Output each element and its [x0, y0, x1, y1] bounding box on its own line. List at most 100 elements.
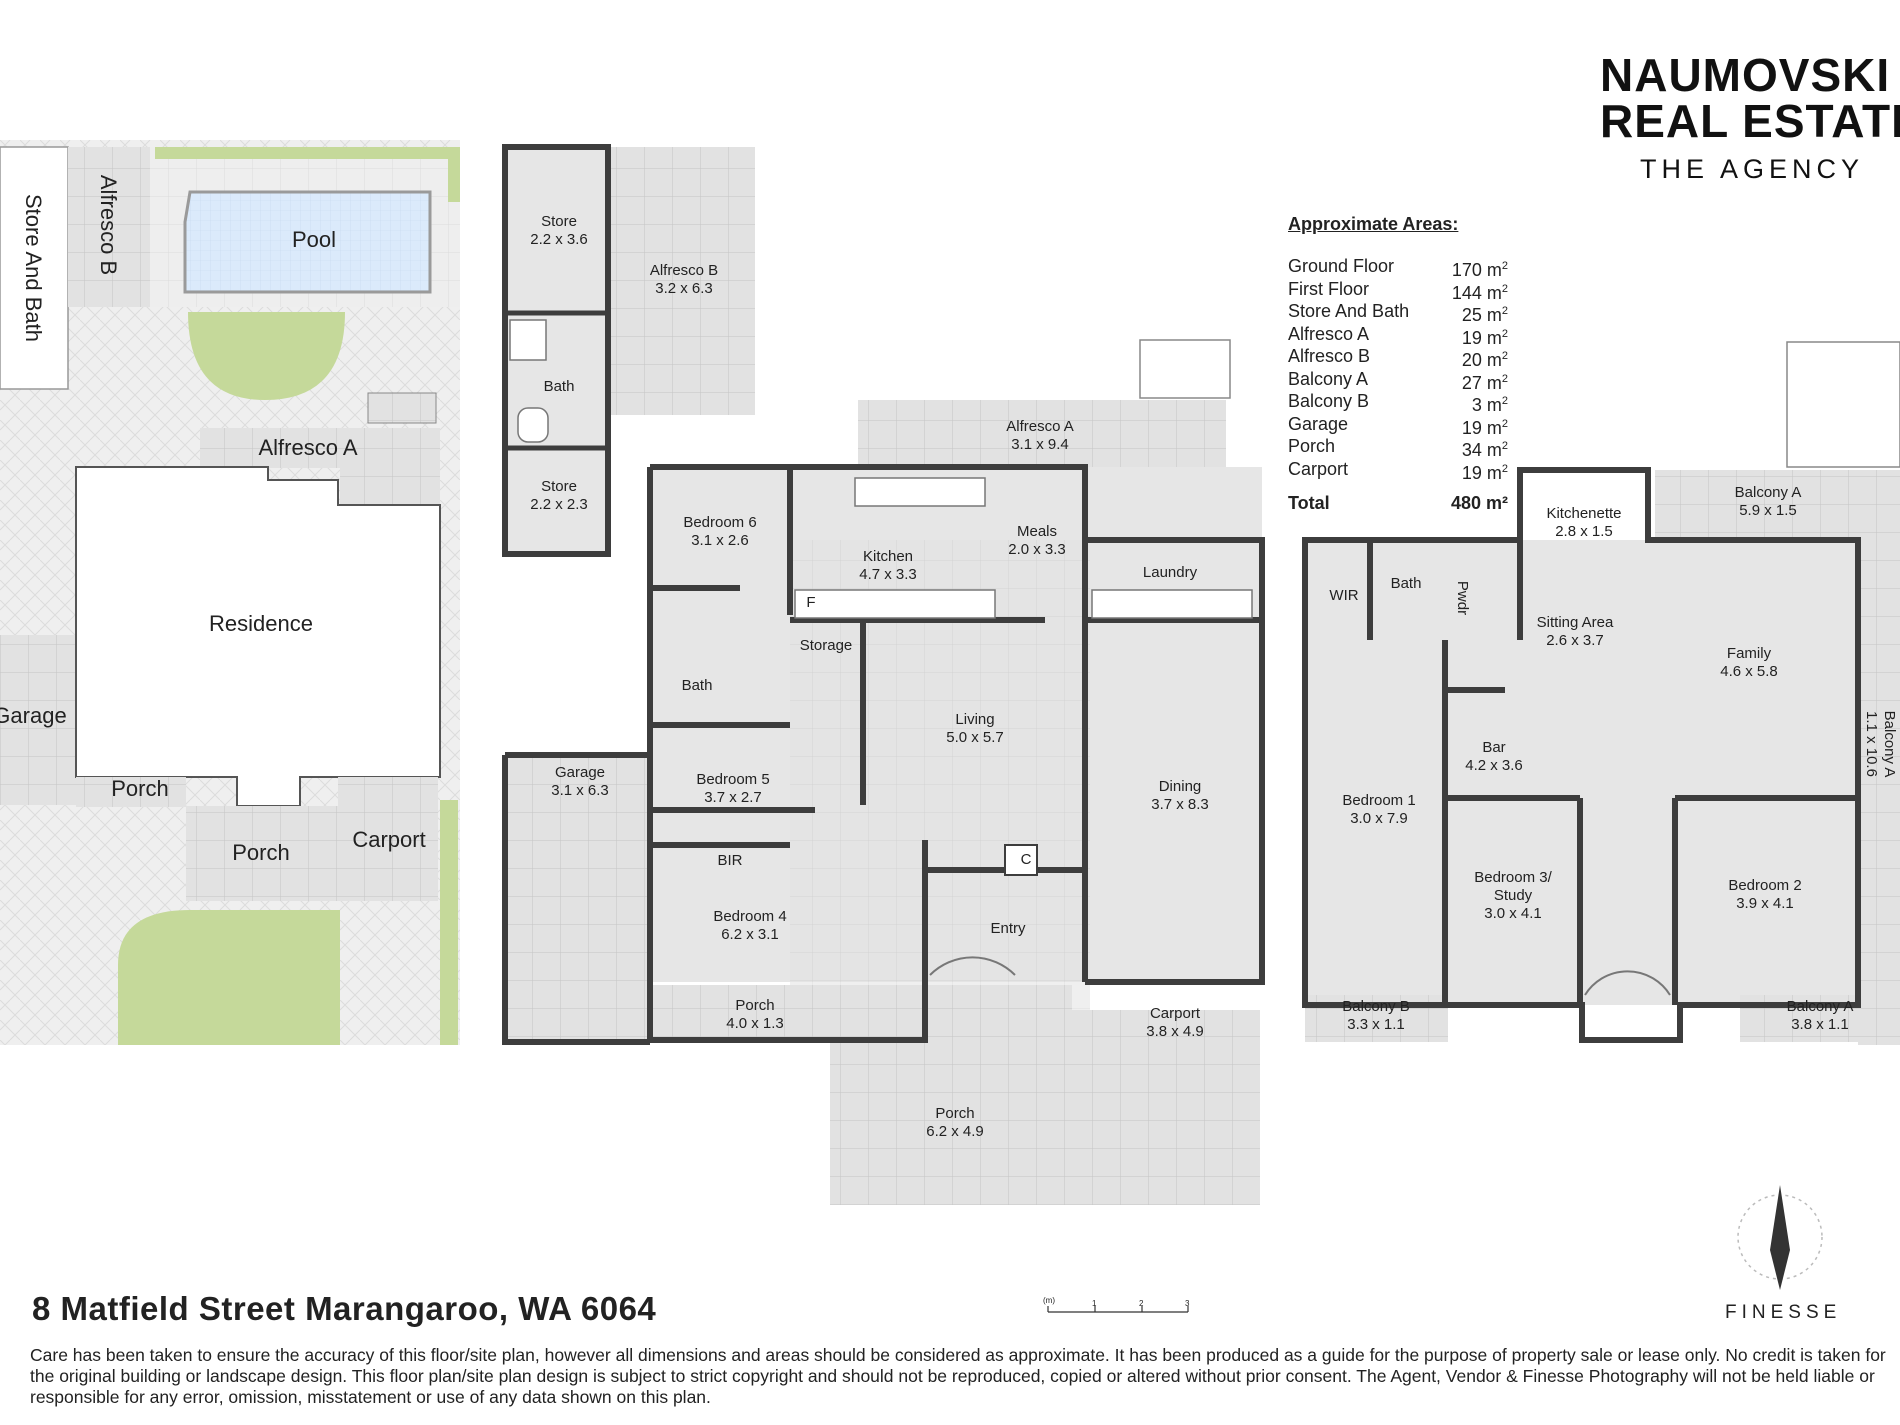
- area-value: 19 m: [1461, 417, 1502, 438]
- area-unit-sup: 2: [1501, 372, 1508, 385]
- area-unit-sup: 2: [1501, 395, 1508, 407]
- alfresco-b-site: [68, 147, 150, 307]
- room-dim: 3.9 x 4.1: [1736, 895, 1794, 912]
- lawn-front: [118, 910, 340, 1045]
- area-unit-sup: 2: [1501, 282, 1508, 295]
- area-row: Balcony B 3 m2: [1288, 390, 1508, 415]
- area-row: Alfresco A 19 m2: [1288, 323, 1508, 348]
- area-name: First Floor: [1288, 278, 1369, 299]
- site-carport-label: Carport: [352, 827, 426, 852]
- area-name: Alfresco A: [1288, 323, 1370, 344]
- room-dim: 6.2 x 3.1: [721, 926, 779, 943]
- area-value: 25 m: [1461, 305, 1502, 325]
- area-unit-sup: 2: [1501, 260, 1508, 272]
- upper-spiral-stair: [1584, 970, 1671, 996]
- room-name: Bedroom 3/: [1474, 869, 1552, 886]
- room-dim: 2.0 x 3.3: [1008, 541, 1066, 558]
- room-name: Balcony A: [1881, 710, 1898, 778]
- area-name: Ground Floor: [1288, 256, 1395, 276]
- bir-label: BIR: [717, 852, 743, 869]
- garage-floor: [505, 755, 650, 1045]
- room-dim: 4.6 x 5.8: [1720, 663, 1778, 680]
- lawn-back: [188, 312, 345, 400]
- ground-floor: [502, 339, 1265, 1205]
- storage-label: Storage: [799, 637, 853, 654]
- kitchen-bench: [854, 477, 986, 507]
- entry-label: Entry: [990, 920, 1026, 937]
- room-dim: 2.2 x 3.6: [530, 231, 588, 248]
- room-dim: 3.1 x 9.4: [1011, 436, 1069, 453]
- area-unit-sup: 2: [1501, 417, 1508, 430]
- site-garage-label: Garage: [0, 703, 67, 728]
- scale-tick-2: 2: [1139, 1299, 1144, 1308]
- room-dim: 3.8 x 4.9: [1146, 1023, 1204, 1040]
- alfresco-a-floor: [858, 400, 1226, 470]
- area-unit-sup: 2: [1501, 327, 1508, 340]
- area-row: Alfresco B 20 m2: [1288, 345, 1508, 370]
- room-dim: 5.9 x 1.5: [1739, 502, 1797, 519]
- scale-bar: [1047, 1306, 1189, 1313]
- room-dim: 4.7 x 3.3: [859, 566, 917, 583]
- ground-walls: [502, 464, 1265, 1045]
- brand-logo: NAUMOVSKI REAL ESTATE THE AGENCY: [1600, 52, 1900, 185]
- room-name: Bedroom 5: [696, 771, 770, 788]
- area-row: Store And Bath 25 m2: [1288, 300, 1508, 325]
- room-dim: 3.8 x 1.1: [1791, 1016, 1849, 1033]
- site-alfresco-a-label: Alfresco A: [258, 435, 358, 460]
- first-floor: [1302, 341, 1900, 1045]
- room-name: Porch: [935, 1105, 975, 1122]
- site-alfresco-b-label: Alfresco B: [96, 174, 121, 276]
- room-name: Alfresco A: [1006, 418, 1074, 435]
- area-value: 20 m: [1461, 350, 1502, 370]
- room-name: Kitchen: [862, 548, 914, 565]
- room-name-2: Study: [1493, 887, 1533, 904]
- total-label: Total: [1288, 493, 1330, 513]
- carport-site: [338, 777, 438, 901]
- area-name: Garage: [1288, 413, 1349, 434]
- room-dim: 3.7 x 2.7: [704, 789, 762, 806]
- area-value: 19 m: [1461, 327, 1502, 348]
- room-name: Bar: [1482, 739, 1506, 756]
- room-dim: 3.1 x 6.3: [551, 782, 609, 799]
- area-unit-sup: 2: [1501, 305, 1508, 317]
- room-name: Meals: [1016, 523, 1058, 540]
- upper-stairs: [1786, 341, 1900, 468]
- first-walls: [1302, 467, 1861, 1043]
- room-dim: 2.8 x 1.5: [1555, 523, 1613, 540]
- area-unit-sup: 2: [1501, 440, 1508, 452]
- site-stairs: [367, 392, 437, 424]
- area-value: 19 m: [1461, 462, 1502, 483]
- area-name: Store And Bath: [1288, 301, 1410, 321]
- area-name: Balcony B: [1288, 391, 1370, 411]
- area-name: Alfresco B: [1288, 346, 1371, 366]
- first-bath-label: Bath: [1390, 575, 1422, 592]
- area-unit-sup: 2: [1501, 350, 1508, 362]
- finesse-wordmark: FINESSE: [1725, 1302, 1842, 1323]
- room-name: Store: [541, 213, 577, 230]
- area-value: 3 m: [1471, 395, 1502, 415]
- room-name: Store: [541, 478, 577, 495]
- pwdr-label: Pwdr: [1454, 580, 1471, 616]
- scale-tick-3: 3: [1185, 1299, 1190, 1308]
- room-dim: 1.1 x 10.6: [1863, 711, 1880, 777]
- room-dim: 3.1 x 2.6: [691, 532, 749, 549]
- area-name: Porch: [1288, 436, 1336, 456]
- room-name: Dining: [1158, 778, 1202, 795]
- porch-center-site: [186, 806, 338, 901]
- room-name: Living: [955, 711, 995, 728]
